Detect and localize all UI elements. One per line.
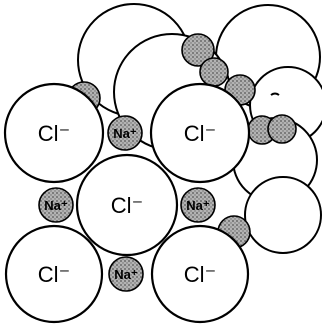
front-face-ions: Cl⁻ Na⁺ Cl⁻ Na⁺ Cl⁻ Na⁺ Cl⁻	[5, 84, 249, 322]
chloride-ion: Cl⁻	[152, 226, 248, 322]
back-sodium-ion	[200, 58, 228, 86]
sodium-ion: Na⁺	[108, 116, 142, 150]
sodium-ion: Na⁺	[109, 257, 143, 291]
chloride-ion: Cl⁻	[6, 226, 102, 322]
chloride-ion: Cl⁻	[151, 84, 249, 182]
chloride-ion: Cl⁻	[77, 155, 177, 255]
sodium-ion: Na⁺	[181, 188, 215, 222]
back-sodium-ion	[268, 115, 296, 143]
sodium-ion: Na⁺	[39, 188, 73, 222]
back-chloride-ion	[245, 177, 321, 253]
chloride-ion: Cl⁻	[5, 84, 103, 182]
